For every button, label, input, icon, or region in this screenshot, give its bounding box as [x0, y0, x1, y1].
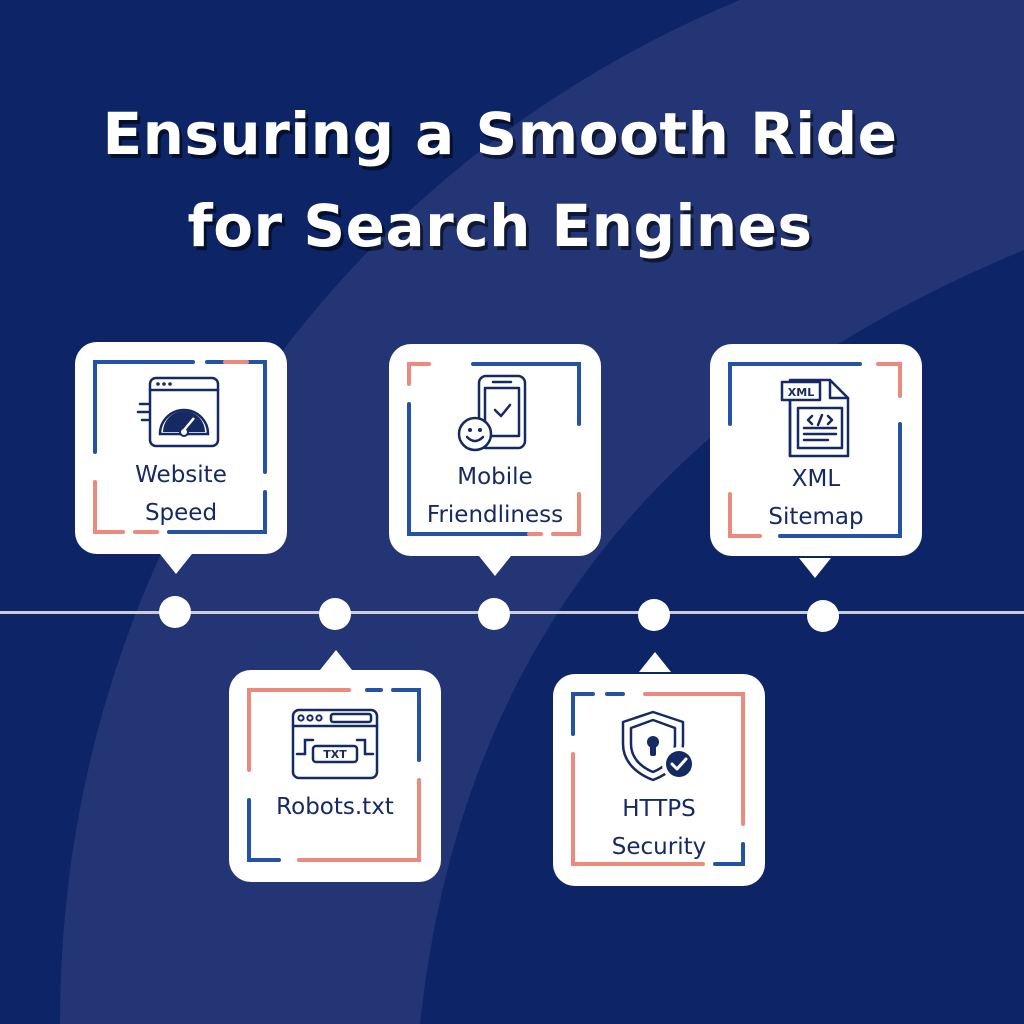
timeline-dot-3 [478, 598, 510, 630]
xml-document-icon: XML [780, 378, 850, 458]
timeline-dot-5 [807, 600, 839, 632]
page-title: Ensuring a Smooth Ride for Search Engine… [0, 88, 1000, 272]
title-line-1: Ensuring a Smooth Ride [102, 100, 898, 168]
card-website-speed: Website Speed [75, 342, 287, 554]
card-pointer [639, 652, 671, 672]
card-frame [93, 360, 267, 534]
card-https-security: HTTPS Security [553, 674, 765, 886]
card-frame [728, 362, 902, 538]
card-frame [571, 692, 745, 866]
txt-browser-icon: TXT [291, 708, 379, 780]
speedometer-browser-icon [136, 376, 220, 448]
card-frame [407, 362, 581, 536]
timeline-dot-2 [319, 598, 351, 630]
card-robots-txt: TXT Robots.txt [229, 670, 441, 882]
card-label: XML Sitemap [768, 466, 864, 530]
svg-text:TXT: TXT [323, 748, 347, 761]
card-xml-sitemap: XML XML Sitemap [710, 344, 922, 556]
card-label: Mobile Friendliness [426, 464, 564, 528]
timeline-dot-1 [159, 596, 191, 628]
card-label: Robots.txt [276, 794, 394, 820]
card-mobile-friendliness: Mobile Friendliness [389, 344, 601, 556]
smartphone-smiley-icon [457, 374, 527, 452]
card-pointer [160, 554, 192, 574]
shield-lock-check-icon [621, 710, 696, 782]
card-pointer [799, 558, 831, 578]
timeline-line [0, 611, 1024, 614]
card-frame [247, 688, 421, 862]
card-label: Website Speed [135, 462, 227, 526]
card-pointer [320, 650, 352, 670]
card-pointer [479, 556, 511, 576]
title-line-2: for Search Engines [187, 192, 813, 260]
card-label: HTTPS Security [611, 796, 707, 860]
svg-text:XML: XML [788, 386, 814, 399]
timeline-dot-4 [638, 599, 670, 631]
